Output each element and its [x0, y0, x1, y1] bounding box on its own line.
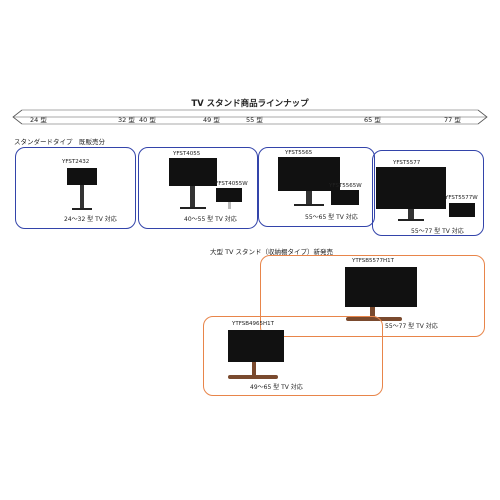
product-group-ytfsb4965h1t: YTFSB4965H1T 49〜65 型 TV 対応: [203, 316, 383, 396]
model-label: YFST5577: [393, 160, 421, 166]
compat-label: 24〜32 型 TV 対応: [64, 216, 117, 223]
tv-image-white: [449, 203, 475, 217]
size-tick-65: 65 型: [364, 116, 381, 124]
model-label: YFST5565: [285, 150, 313, 156]
compat-label: 55〜77 型 TV 対応: [411, 228, 464, 235]
size-tick-77: 77 型: [444, 116, 461, 124]
model-label: YFST4055: [173, 151, 201, 157]
stand-pole-white: [228, 202, 231, 209]
size-tick-40: 40 型: [139, 116, 156, 124]
stand-pole: [190, 186, 195, 208]
model-label: YFST2432: [62, 159, 90, 165]
compat-label: 49〜65 型 TV 対応: [250, 384, 303, 391]
product-group-yfst4055: YFST4055 YFST4055W 40〜55 型 TV 対応: [138, 147, 258, 229]
stand-base: [294, 204, 324, 206]
size-scale-arrow: [12, 109, 488, 125]
tv-image: [67, 168, 97, 185]
stand-pole: [408, 209, 414, 221]
stand-pole: [306, 191, 312, 205]
tv-image: [169, 158, 217, 186]
page-title: TV スタンド商品ラインナップ: [191, 99, 309, 109]
tv-image: [376, 167, 446, 209]
size-tick-24: 24 型: [30, 116, 47, 124]
storage-shelf: [228, 375, 278, 379]
standard-section-label: スタンダードタイプ 既販売分: [14, 138, 105, 146]
tv-image: [228, 330, 284, 362]
tv-image: [345, 267, 417, 307]
product-group-yfst5565: YFST5565 YFST5565W 55〜65 型 TV 対応: [258, 147, 375, 227]
tv-image-white: [331, 190, 359, 205]
stand-pole: [80, 185, 84, 209]
compat-label: 55〜65 型 TV 対応: [305, 214, 358, 221]
product-group-yfst2432: YFST2432 24〜32 型 TV 対応: [15, 147, 136, 229]
stand-base: [180, 207, 206, 209]
compat-label: 55〜77 型 TV 対応: [385, 323, 438, 330]
large-section-label: 大型 TV スタンド（収納棚タイプ）新発売: [210, 248, 334, 256]
stand-base: [398, 219, 424, 221]
size-tick-49: 49 型: [203, 116, 220, 124]
model-label: YTFSB4965H1T: [232, 321, 275, 327]
tv-image-white: [216, 188, 242, 202]
size-tick-55: 55 型: [246, 116, 263, 124]
size-tick-32: 32 型: [118, 116, 135, 124]
tv-image: [278, 157, 340, 191]
model-label: YFST5577W: [445, 195, 478, 201]
model-label: YFST5565W: [329, 183, 362, 189]
stand-pole: [252, 362, 256, 376]
product-group-yfst5577: YFST5577 YFST5577W 55〜77 型 TV 対応: [372, 150, 484, 236]
model-label: YTFSB5577H1T: [352, 258, 395, 264]
model-label: YFST4055W: [215, 181, 248, 187]
stand-pole: [370, 307, 375, 318]
stand-base: [72, 208, 92, 210]
compat-label: 40〜55 型 TV 対応: [184, 216, 237, 223]
